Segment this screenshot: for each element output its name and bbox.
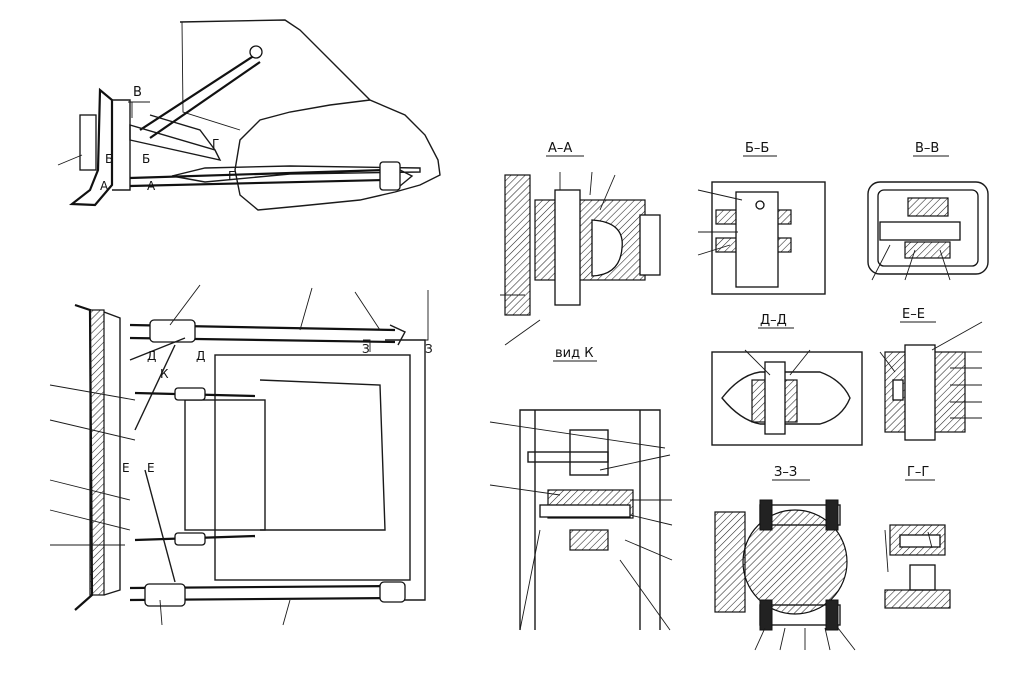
mark-k: К [160, 367, 169, 381]
mark-b-left: Б [105, 152, 113, 166]
section-gg: Г–Г [884, 465, 951, 609]
mark-b-right: Б [142, 152, 150, 166]
title-zz: З–З [774, 465, 797, 480]
section-aa: А–А [500, 141, 661, 346]
title-aa: А–А [548, 141, 572, 156]
title-gg: Г–Г [907, 465, 929, 480]
view-k: вид К [489, 346, 673, 631]
mark-z-right: З [425, 342, 433, 356]
section-dd: Д–Д [711, 313, 863, 446]
mark-e-left: Е [122, 461, 130, 475]
title-bb: Б–Б [745, 141, 769, 156]
section-ee: Е–Е [879, 307, 983, 441]
section-vv: В–В [867, 141, 989, 281]
mark-a2: А [147, 179, 156, 193]
mark-d-left: Д [147, 349, 156, 363]
section-zz: З–З [714, 465, 856, 651]
mark-d-right: Д [196, 349, 205, 363]
mark-g: Г [212, 137, 219, 151]
plan-view: З З Д Д К Е Е [49, 284, 433, 626]
mark-a: А [100, 179, 109, 193]
mark-g2: Г [228, 169, 235, 183]
section-bb: Б–Б [697, 141, 826, 295]
mark-e-right: Е [147, 461, 155, 475]
title-ee: Е–Е [902, 307, 925, 322]
title-vid-k: вид К [555, 346, 593, 361]
side-view: В Б Б А А Г Г [57, 19, 441, 211]
mark-v: В [133, 85, 142, 100]
title-dd: Д–Д [760, 313, 787, 328]
mark-z-left: З [362, 342, 370, 356]
title-vv: В–В [915, 141, 939, 156]
